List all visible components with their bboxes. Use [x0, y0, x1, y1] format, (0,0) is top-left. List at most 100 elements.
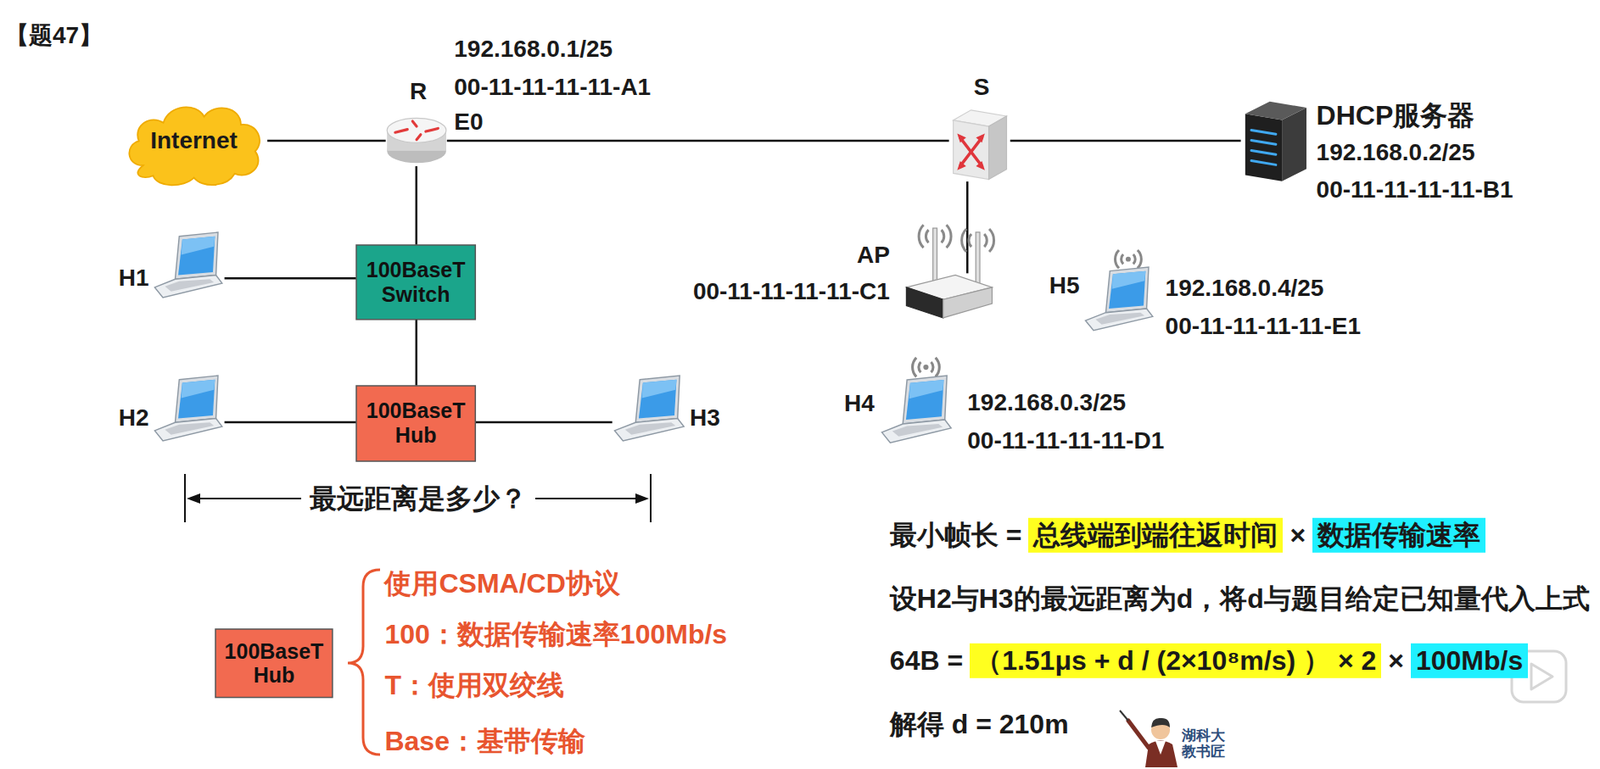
dimension-label: 最远距离是多少？ — [301, 482, 536, 515]
wifi-wave — [918, 362, 921, 373]
ethernet-switch: S — [949, 106, 1011, 182]
wifi-wave — [945, 225, 952, 249]
laptop-screen — [175, 232, 219, 280]
wifi-wave — [925, 229, 929, 243]
dimension-arrowhead — [186, 493, 201, 504]
formula-text: 最小帧长 = — [889, 519, 1023, 552]
property-note: T：使用双绞线 — [384, 669, 565, 702]
laptop-glare — [181, 236, 216, 256]
wifi-wave — [1133, 254, 1136, 264]
node-icon — [904, 273, 995, 322]
laptop-display — [178, 379, 215, 419]
wifi-wave — [940, 229, 944, 243]
network-link — [414, 166, 418, 246]
switch-arrowhead — [956, 134, 966, 144]
formula-text: 64B = — [889, 644, 963, 677]
teacher-body — [1145, 741, 1178, 769]
node-icon — [1241, 97, 1311, 184]
laptop-display — [638, 379, 677, 419]
wifi-dot — [1125, 257, 1131, 263]
formula-operator: × — [1387, 644, 1405, 677]
teacher-shirt — [1155, 741, 1166, 756]
node-label: DHCP服务器 — [1316, 100, 1476, 132]
node-label: R — [409, 78, 427, 106]
wifi-wave — [1121, 254, 1124, 264]
box-shape — [356, 245, 476, 320]
access-point: AP00-11-11-11-11-C1 — [904, 273, 995, 322]
node-label: 192.168.0.2/25 — [1316, 139, 1476, 167]
laptop-display — [178, 236, 215, 276]
formula-operator: × — [1289, 519, 1306, 552]
node-label: Internet — [150, 127, 238, 155]
laptop-keyboard — [165, 422, 215, 435]
switch-arrowhead — [975, 161, 985, 171]
server-front — [1244, 114, 1282, 182]
switch-arrowhead — [956, 161, 966, 171]
switch-arrow — [959, 137, 982, 167]
teacher-hair — [1151, 718, 1170, 728]
ap-side — [942, 287, 992, 319]
highlight-term: （1.51μs + d / (2×10⁸m/s) ） × 2 — [969, 643, 1382, 678]
node-label: E0 — [453, 108, 483, 136]
laptop-base — [614, 418, 684, 441]
node-label: H3 — [689, 404, 721, 432]
wifi-wave — [930, 362, 933, 373]
dhcp-server: DHCP服务器192.168.0.2/2500-11-11-11-11-B1 — [1241, 97, 1311, 184]
watermark: 湖科大 教书匠 — [1181, 728, 1228, 761]
node-label: H2 — [118, 404, 150, 432]
server-top — [1244, 101, 1306, 121]
ap-antenna — [975, 232, 980, 290]
wifi-dot — [923, 364, 929, 370]
host-laptop: H2 — [152, 375, 224, 446]
box-shape — [215, 629, 333, 699]
server-led — [1251, 140, 1276, 146]
router-top — [386, 118, 447, 144]
node-icon — [612, 375, 687, 446]
network-link — [475, 421, 612, 425]
laptop-keyboard — [625, 422, 676, 435]
formula-text: 解得 d = 210m — [889, 708, 1069, 741]
question-title: 【题47】 — [5, 21, 103, 51]
node-label: 00-11-11-11-11-A1 — [453, 73, 651, 101]
laptop-base — [155, 418, 223, 441]
wifi-wave — [989, 229, 995, 252]
network-link — [224, 421, 357, 425]
teacher-pointer — [1119, 710, 1129, 722]
laptop-keyboard — [1096, 313, 1146, 325]
node-label: 192.168.0.4/25 — [1165, 274, 1325, 303]
node-icon — [152, 232, 224, 303]
switch-side — [988, 116, 1007, 180]
router: R192.168.0.1/2500-11-11-11-11-A1E0 — [386, 116, 448, 167]
host-laptop: H1 — [152, 232, 224, 303]
node-label: 192.168.0.1/25 — [453, 35, 613, 63]
node-label: H5 — [1049, 272, 1080, 300]
node-label: H1 — [118, 264, 150, 292]
property-note: Base：基带传输 — [384, 725, 586, 758]
laptop-screen — [1106, 267, 1150, 314]
node-label: AP — [856, 241, 890, 269]
hub-box: 100BaseT Hub — [215, 629, 333, 699]
laptop-keyboard — [892, 424, 943, 437]
wifi-wave — [984, 234, 987, 247]
laptop-glare — [908, 380, 944, 399]
node-label: S — [973, 73, 991, 101]
node-icon — [949, 106, 1011, 182]
highlight-term: 总线端到端往返时间 — [1028, 518, 1283, 553]
router-arrow — [412, 121, 417, 127]
node-label: 00-11-11-11-11-B1 — [1316, 176, 1514, 204]
server-led — [1251, 130, 1276, 135]
host-laptop: H4192.168.0.3/2500-11-11-11-11-D1 — [879, 375, 954, 448]
network-link — [1010, 139, 1242, 143]
router-arrow — [394, 129, 407, 134]
node-label: 100BaseT Hub — [220, 639, 328, 689]
ap-antenna — [932, 228, 937, 288]
curly-brace — [347, 570, 381, 756]
switch-front — [952, 120, 989, 180]
network-link — [267, 139, 387, 143]
router-arrow — [425, 128, 438, 133]
network-link — [224, 277, 357, 280]
laptop-glare — [641, 379, 677, 398]
node-label: 100BaseT Switch — [361, 257, 470, 308]
server-led — [1251, 151, 1276, 156]
